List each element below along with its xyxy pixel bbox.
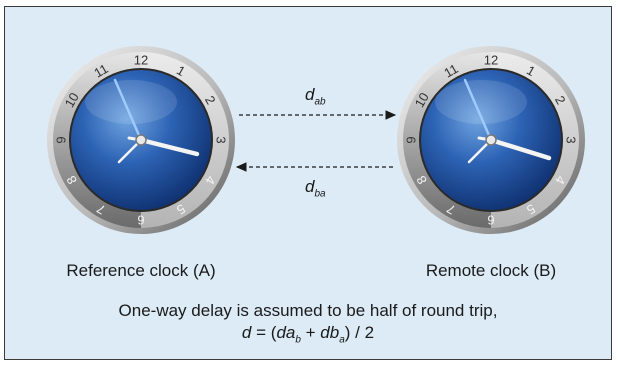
remote-clock-label: Remote clock (B)	[425, 261, 557, 280]
caption-line-1: One-way delay is assumed to be half of r…	[118, 301, 498, 320]
clock-a-minute-hand	[138, 137, 200, 157]
formula-tail: ) / 2	[344, 323, 375, 342]
clock-a-hub	[135, 134, 147, 146]
clock-a-numeral-6: 6	[137, 213, 144, 228]
formula-da: da	[276, 323, 296, 342]
clock-a-numeral-11: 11	[91, 61, 110, 81]
clock-b-numeral-11: 11	[441, 61, 460, 81]
clock-b-numeral-10: 10	[412, 90, 432, 110]
formula-plus: +	[300, 323, 321, 342]
clock-a-numeral-12: 12	[134, 53, 148, 68]
caption-line-2: d = (dab + dba) / 2	[5, 322, 611, 351]
formula-d: d	[241, 323, 252, 342]
clock-b-numeral-6: 6	[487, 213, 494, 228]
clock-b-numeral-9: 9	[404, 136, 419, 143]
caption: One-way delay is assumed to be half of r…	[5, 300, 611, 351]
clock-b-minute-hand	[488, 137, 552, 161]
clock-a-second-hand	[113, 78, 143, 142]
formula-db-sub: a	[339, 334, 345, 346]
clock-b-numeral-3: 3	[564, 136, 579, 143]
clock-b-numeral-12: 12	[484, 53, 498, 68]
clock-a-numeral-10: 10	[62, 90, 82, 110]
clock-a-numeral-9: 9	[54, 136, 69, 143]
clock-b-second-hand	[463, 78, 493, 142]
formula-db: db	[320, 323, 340, 342]
reference-clock-label: Reference clock (A)	[66, 261, 216, 280]
formula-da-sub: b	[295, 334, 301, 346]
clock-b-hub	[485, 134, 497, 146]
formula-eq: = (	[251, 323, 277, 342]
forward-delay-label: dab	[305, 85, 326, 108]
clock-a-numeral-3: 3	[214, 136, 229, 143]
backward-delay-label: dba	[305, 177, 326, 200]
